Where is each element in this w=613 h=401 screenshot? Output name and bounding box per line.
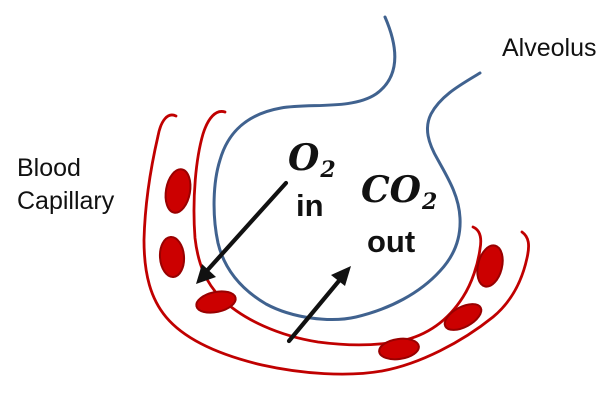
o2-arrow-shaft: [201, 180, 289, 277]
capillary-inner-wall: [192, 110, 483, 347]
red-blood-cell: [476, 244, 504, 288]
capillary-outer-wall: [142, 113, 530, 376]
blood-capillary-label-line1: Blood: [17, 154, 81, 182]
red-blood-cell: [443, 303, 483, 331]
blood-capillary-label: Blood Capillary: [17, 152, 114, 218]
o2-arrow: [196, 180, 289, 284]
o2-label: O2: [288, 140, 336, 188]
alveolus-outline: [212, 15, 482, 321]
red-blood-cells: [158, 168, 504, 361]
co2-direction-label: out: [367, 224, 416, 259]
o2-label-base: O: [288, 137, 320, 179]
blood-capillary-label-line2: Capillary: [17, 187, 115, 215]
o2-label-subscript: 2: [320, 157, 336, 183]
co2-arrow: [286, 266, 351, 344]
red-blood-cell: [195, 290, 237, 314]
co2-label: CO2: [361, 172, 437, 220]
co2-arrow-shaft: [286, 273, 346, 344]
red-blood-cell: [378, 337, 420, 361]
co2-label-base: CO: [361, 169, 422, 211]
co2-arrowhead-icon: [331, 266, 351, 286]
o2-arrowhead-icon: [196, 264, 216, 284]
alveolus-label: Alveolus: [502, 34, 597, 62]
co2-label-subscript: 2: [422, 189, 438, 215]
o2-direction-label: in: [296, 188, 324, 223]
red-blood-cell: [158, 236, 186, 278]
red-blood-cell: [164, 168, 192, 214]
